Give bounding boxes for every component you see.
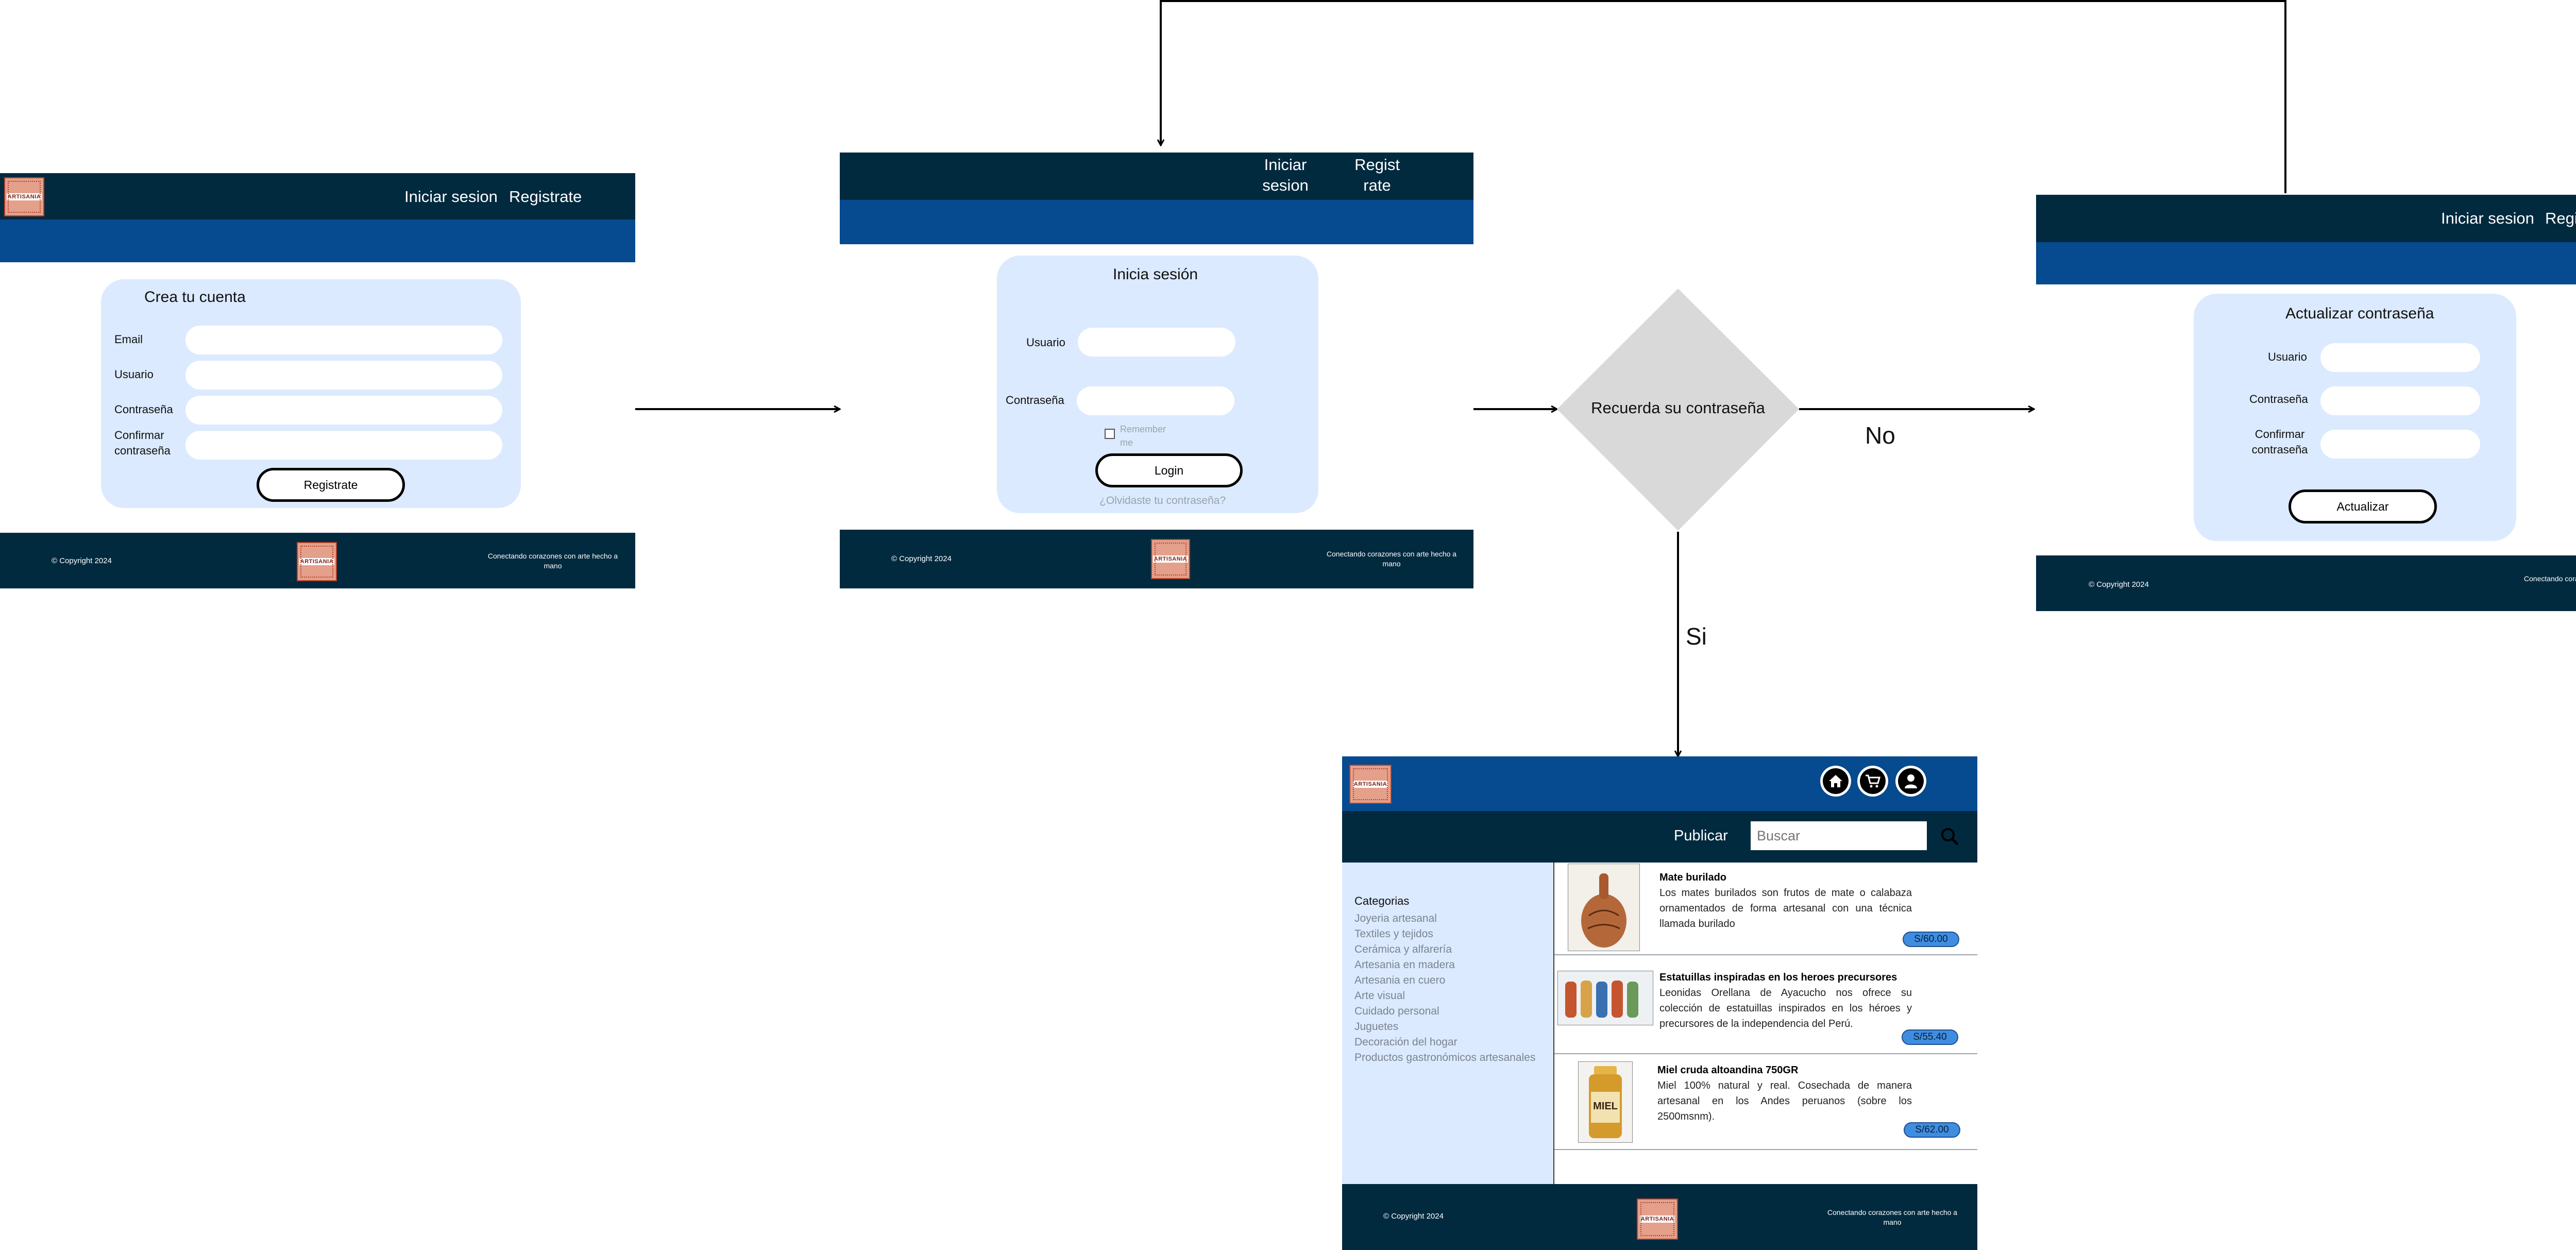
price-badge: S/60.00 (1903, 932, 1959, 947)
search-input[interactable] (1751, 821, 1927, 850)
category-item[interactable]: Artesania en madera (1354, 959, 1455, 971)
product-desc: Leonidas Orellana de Ayacucho nos ofrece… (1659, 987, 1912, 1029)
login-subbar (840, 200, 1473, 244)
register-confirm-label: Confirmar contraseña (114, 429, 171, 457)
category-item[interactable]: Arte visual (1354, 990, 1405, 1002)
product-desc: Los mates burilados son frutos de mate o… (1659, 887, 1912, 930)
home-logo: ARTISANIA (1349, 765, 1392, 804)
home-screen: ARTISANIA Publicar Categorias Joyeria ar… (1342, 756, 1977, 1250)
reset-tagline: Conectando corazones con arte hecho a ma… (2523, 575, 2576, 583)
register-screen: ARTISANIA Iniciar sesion Registrate Crea… (0, 173, 635, 588)
register-nav-register[interactable]: Registrate (509, 188, 582, 206)
category-item[interactable]: Cuidado personal (1354, 1005, 1439, 1017)
reset-footer (2036, 555, 2576, 611)
product-title[interactable]: Mate burilado (1659, 872, 1727, 883)
reset-nav-register[interactable]: Registrate (2545, 209, 2576, 227)
decision-yes-label: Si (1686, 623, 1707, 650)
decision-diamond (1557, 289, 1799, 531)
reset-screen: Iniciar sesion Registrate Actualizar con… (2036, 195, 2576, 611)
reset-title: Actualizar contraseña (2285, 305, 2434, 322)
product-title[interactable]: Estatuillas inspiradas en los heroes pre… (1659, 972, 1897, 983)
register-email-label: Email (114, 333, 143, 346)
register-copyright: © Copyright 2024 (52, 556, 112, 565)
category-item[interactable]: Joyeria artesanal (1354, 913, 1437, 924)
register-title: Crea tu cuenta (144, 289, 246, 306)
home-icon[interactable] (1820, 766, 1851, 797)
register-subbar (0, 219, 635, 262)
register-navbar (0, 173, 635, 219)
login-password-field[interactable] (1077, 386, 1234, 415)
register-tagline: Conectando corazones con arte hecho a ma… (487, 552, 618, 570)
category-item[interactable]: Textiles y tejidos (1354, 928, 1433, 940)
login-password-label: Contraseña (1006, 394, 1064, 407)
login-user-field[interactable] (1078, 328, 1235, 357)
categories-title: Categorias (1354, 894, 1410, 907)
reset-user-label: Usuario (2268, 350, 2307, 363)
register-password-field[interactable] (185, 396, 502, 425)
login-screen: Iniciar sesion Registrate Inicia sesión … (840, 153, 1473, 588)
reset-confirm-label: Confirmar contraseña (2251, 428, 2308, 456)
remember-label: Remember me (1120, 424, 1166, 448)
register-confirm-field[interactable] (185, 431, 502, 460)
product-divider (1554, 954, 1977, 955)
categories-list: Joyeria artesanal Textiles y tejidos Cer… (1354, 911, 1550, 1066)
home-tagline: Conectando corazones con arte hecho a ma… (1827, 1208, 1958, 1226)
reset-button[interactable]: Actualizar (2289, 489, 2437, 523)
svg-text:MIEL: MIEL (1593, 1101, 1618, 1112)
login-button[interactable]: Login (1095, 453, 1243, 487)
product-divider (1554, 1149, 1977, 1150)
price-badge: S/55.40 (1902, 1029, 1958, 1045)
reset-navbar (2036, 195, 2576, 242)
price-badge: S/62.00 (1904, 1122, 1960, 1138)
reset-user-field[interactable] (2320, 343, 2480, 372)
reset-copyright: © Copyright 2024 (2089, 580, 2149, 589)
register-logo: ARTISANIA (4, 177, 44, 216)
category-item[interactable]: Artesania en cuero (1354, 974, 1446, 986)
reset-nav-login[interactable]: Iniciar sesion (2441, 209, 2534, 227)
categories-panel (1342, 863, 1554, 1186)
login-copyright: © Copyright 2024 (891, 554, 952, 563)
forgot-password-link[interactable]: ¿Olvidaste tu contraseña? (1099, 495, 1226, 506)
category-item[interactable]: Productos gastronómicos artesanales (1354, 1052, 1536, 1063)
product-image-miel[interactable]: MIEL (1578, 1061, 1633, 1143)
reset-confirm-field[interactable] (2320, 430, 2480, 459)
home-footer-logo: ARTISANIA (1637, 1198, 1678, 1240)
category-item[interactable]: Cerámica y alfarería (1354, 943, 1452, 955)
product-image-estatuillas[interactable] (1557, 971, 1653, 1025)
register-user-label: Usuario (114, 368, 154, 381)
login-title: Inicia sesión (1113, 266, 1198, 283)
category-item[interactable]: Juguetes (1354, 1021, 1399, 1033)
decision-no-label: No (1865, 422, 1895, 449)
login-nav-login[interactable]: Iniciar sesion (1262, 156, 1309, 194)
remember-checkbox[interactable] (1105, 429, 1115, 439)
cart-icon[interactable] (1857, 766, 1888, 797)
login-tagline: Conectando corazones con arte hecho a ma… (1326, 550, 1457, 568)
product-title[interactable]: Miel cruda altoandina 750GR (1657, 1065, 1799, 1076)
reset-subbar (2036, 242, 2576, 284)
login-user-label: Usuario (1026, 336, 1065, 349)
reset-password-label: Contraseña (2249, 393, 2308, 406)
home-copyright: © Copyright 2024 (1383, 1212, 1444, 1221)
user-icon[interactable] (1895, 766, 1926, 797)
register-user-field[interactable] (185, 361, 502, 390)
reset-password-field[interactable] (2320, 386, 2480, 415)
product-divider (1554, 1053, 1977, 1054)
decision-text: Recuerda su contraseña (1591, 399, 1765, 417)
register-email-field[interactable] (185, 326, 502, 354)
product-image-mate[interactable] (1568, 864, 1640, 951)
category-item[interactable]: Decoración del hogar (1354, 1036, 1458, 1048)
register-nav-login[interactable]: Iniciar sesion (404, 188, 498, 206)
search-icon[interactable] (1940, 826, 1960, 847)
product-desc: Miel 100% natural y real. Cosechada de m… (1657, 1080, 1912, 1122)
register-password-label: Contraseña (114, 403, 173, 416)
register-button[interactable]: Registrate (257, 468, 405, 502)
login-nav-register[interactable]: Registrate (1354, 156, 1400, 194)
arrow-reset-to-login (1161, 0, 2286, 193)
register-footer-logo: ARTISANIA (297, 542, 337, 581)
login-footer-logo: ARTISANIA (1151, 539, 1190, 579)
login-navbar (840, 153, 1473, 200)
publish-link[interactable]: Publicar (1674, 827, 1728, 844)
